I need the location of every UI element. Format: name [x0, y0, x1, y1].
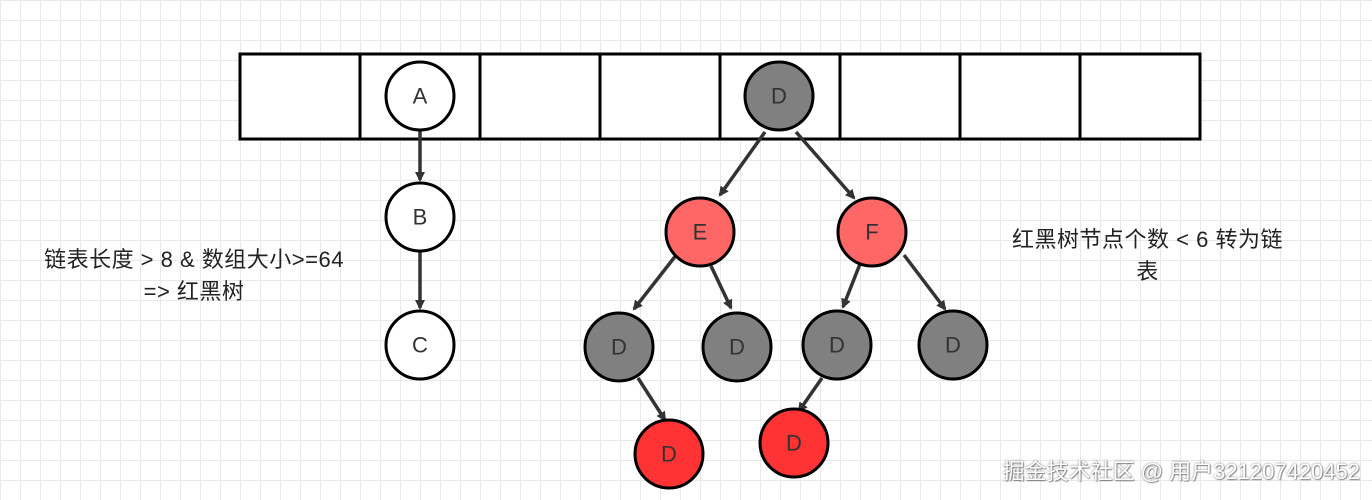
node-b: B: [384, 181, 456, 253]
node-e-left-circle: [583, 311, 655, 383]
node-f-right-circle: [917, 309, 989, 381]
edge-f-fright: [902, 253, 947, 311]
edge-f-fleft: [841, 263, 862, 309]
edge-eleft-child: [636, 377, 667, 422]
node-a-circle: [384, 60, 456, 132]
node-f-left-child-label: D: [786, 431, 802, 456]
note-tree-to-list: 红黑树节点个数 < 6 转为链 表: [975, 224, 1320, 288]
node-root-label: D: [771, 84, 787, 109]
bucket-7: [1078, 52, 1202, 141]
node-e-right-label: D: [729, 335, 745, 360]
node-f-left-circle: [801, 309, 873, 381]
node-e-left-child-label: D: [661, 442, 677, 467]
node-c-label: C: [412, 333, 428, 358]
node-a-label: A: [413, 84, 428, 109]
node-f-label: F: [865, 220, 878, 245]
edge-fleft-child: [797, 376, 824, 413]
node-e-right: D: [701, 311, 773, 383]
note-tree-to-list-line1: 红黑树节点个数 < 6 转为链: [1012, 227, 1283, 252]
node-f-left: D: [801, 309, 873, 381]
node-e: E: [664, 196, 736, 268]
node-c: C: [384, 309, 456, 381]
edge-root-f: [794, 130, 856, 200]
bucket-3: [598, 52, 722, 141]
node-c-circle: [384, 309, 456, 381]
node-b-label: B: [413, 205, 428, 230]
node-e-right-circle: [701, 311, 773, 383]
bucket-5: [838, 52, 962, 141]
node-e-left-child: D: [633, 418, 705, 490]
node-f-circle: [836, 196, 908, 268]
node-f-left-child-circle: [758, 407, 830, 479]
node-e-left-label: D: [611, 335, 627, 360]
node-f-right: D: [917, 309, 989, 381]
node-b-circle: [384, 181, 456, 253]
bucket-0: [238, 52, 362, 141]
node-f-left-child: D: [758, 407, 830, 479]
node-f: F: [836, 196, 908, 268]
node-e-left-child-circle: [633, 418, 705, 490]
note-list-to-tree: 链表长度 > 8 & 数组大小>=64 => 红黑树: [8, 244, 380, 308]
bucket-6: [958, 52, 1082, 141]
edge-e-eright: [709, 265, 733, 310]
node-f-left-label: D: [829, 333, 845, 358]
node-f-right-label: D: [945, 333, 961, 358]
node-e-label: E: [693, 220, 708, 245]
node-root: D: [743, 60, 815, 132]
note-list-to-tree-line1: 链表长度 > 8 & 数组大小>=64: [44, 247, 344, 272]
bucket-array: [238, 52, 1202, 141]
node-e-left: D: [583, 311, 655, 383]
edge-root-e: [718, 130, 767, 197]
node-root-circle: [743, 60, 815, 132]
note-tree-to-list-line2: 表: [1136, 258, 1159, 284]
bucket-2: [478, 52, 602, 141]
watermark: 掘金技术社区 @ 用户321207420452: [1002, 459, 1360, 484]
tree-edges: [632, 130, 947, 422]
node-a: A: [384, 60, 456, 132]
node-e-circle: [664, 196, 736, 268]
note-list-to-tree-line2: => 红黑树: [143, 278, 245, 304]
edge-e-eleft: [632, 252, 679, 311]
